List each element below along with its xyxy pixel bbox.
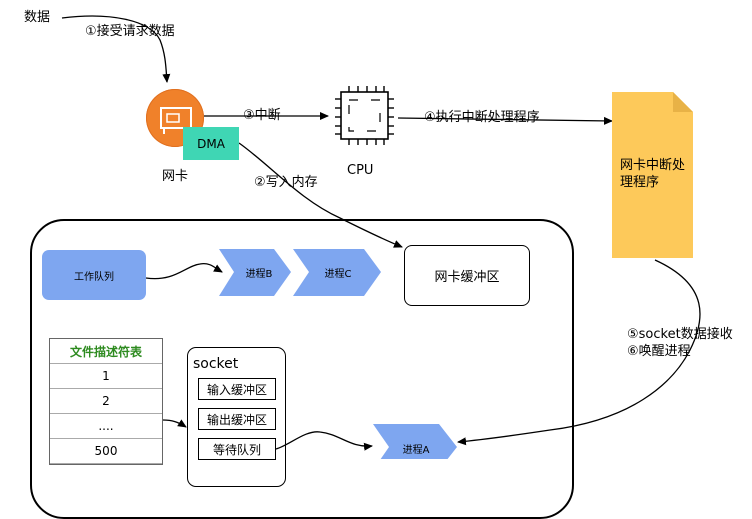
work-queue: 工作队列	[42, 250, 146, 300]
arrow-wake-process	[457, 259, 701, 446]
nic-label: 网卡	[162, 169, 189, 184]
table-row: ....	[50, 414, 162, 439]
dma-box: DMA	[183, 127, 239, 160]
process-b-shape	[219, 249, 291, 296]
handler-label: 网卡中断处理程序	[620, 158, 686, 190]
process-c-label: 进程C	[324, 268, 352, 280]
step6-label: ⑥唤醒进程	[627, 344, 691, 359]
fd-table-header: 文件描述符表	[50, 339, 162, 364]
process-a-shape	[373, 424, 457, 459]
step3-label: ③中断	[243, 108, 281, 123]
document-icon	[612, 92, 693, 258]
step1-label: ①接受请求数据	[85, 24, 175, 39]
arrow-run-handler	[397, 116, 613, 125]
cpu-chip-icon	[335, 86, 394, 145]
process-c-shape	[293, 249, 381, 296]
table-row: 500	[50, 439, 162, 464]
wait-queue: 等待队列	[198, 438, 276, 460]
connector-layer	[61, 15, 701, 459]
arrow-receive-data	[61, 15, 171, 83]
step5-label: ⑤socket数据接收	[627, 327, 733, 342]
input-buffer: 输入缓冲区	[198, 378, 276, 400]
table-row: 1	[50, 364, 162, 389]
arrow-write-memory	[238, 142, 403, 248]
socket-title: socket	[193, 356, 239, 372]
process-a-label: 进程A	[402, 444, 430, 456]
table-row: 2	[50, 389, 162, 414]
cpu-label: CPU	[347, 163, 374, 178]
step2-label: ②写入内存	[254, 175, 318, 190]
arrow-work-queue	[145, 262, 223, 280]
fd-table: 文件描述符表 1 2 .... 500	[49, 338, 163, 465]
arrow-wait-queue	[275, 431, 373, 451]
process-b-label: 进程B	[245, 268, 273, 280]
data-label: 数据	[24, 10, 51, 25]
output-buffer: 输出缓冲区	[198, 408, 276, 430]
arrow-fd-to-socket	[162, 419, 187, 428]
step4-label: ④执行中断处理程序	[424, 110, 540, 125]
nic-buffer: 网卡缓冲区	[404, 245, 530, 306]
